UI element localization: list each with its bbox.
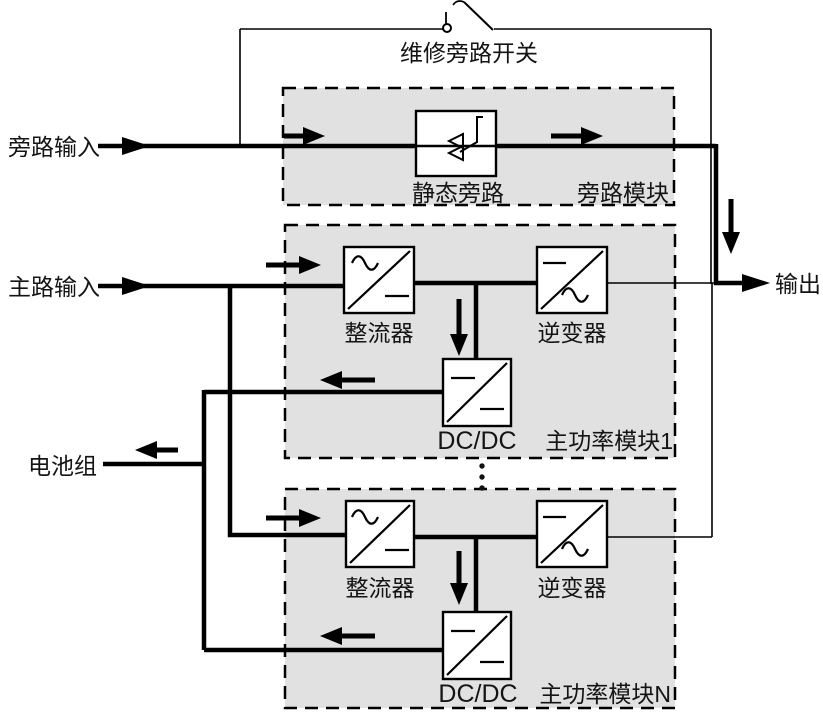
rectifier-n-label: 整流器 [346,575,415,601]
inverter-output-wires [607,282,716,538]
flow-arrow-bypass-exit [551,127,603,145]
bypass-input-arrowhead [122,137,150,155]
flow-arrow-module-n-return [320,627,375,645]
flow-arrows [135,127,740,645]
maintenance-bypass-switch-label: 维修旁路开关 [400,40,538,66]
maintenance-bypass-wire [239,28,712,284]
flow-arrow-module-n-entry [266,509,321,527]
modules-continuation-ellipsis [479,463,485,491]
main-input-branch-to-module-n [227,284,348,538]
main-power-module-n-label: 主功率模块N [539,681,671,707]
wire-arrowheads [122,137,770,295]
inverter-n-icon [540,504,604,564]
rectifier-n-icon [349,504,411,564]
bypass-input-label: 旁路输入 [8,134,100,160]
flow-arrow-bypass-entry [284,127,325,145]
bypass-to-output-wire [713,144,746,286]
thyristor-icon [416,116,496,162]
main-power-module-1-label: 主功率模块1 [545,428,673,454]
flow-arrow-output-down [722,199,740,254]
maintenance-bypass-switch-icon [442,0,494,33]
static-bypass-label: 静态旁路 [412,180,504,206]
output-label: 输出 [775,271,821,297]
main-input-arrowhead [122,277,150,295]
rectifier-1-label: 整流器 [345,320,414,346]
dcdc-n-icon [446,615,508,676]
dcdc-1-icon [446,362,508,423]
inverter-1-label: 逆变器 [538,320,607,346]
main-input-label: 主路输入 [8,274,100,300]
dcdc-n-label: DC/DC [438,680,517,708]
flow-arrow-module1-entry [266,256,321,274]
dcdc-1-label: DC/DC [437,427,516,455]
flow-arrow-battery [135,441,178,459]
inverter-1-icon [540,250,604,310]
flow-arrow-module1-down [450,299,468,356]
rectifier-1-icon [347,250,411,310]
inverter-n-label: 逆变器 [538,575,607,601]
flow-arrow-module-n-down [450,551,468,605]
bypass-module-label: 旁路模块 [577,180,669,206]
battery-label: 电池组 [28,453,97,479]
flow-arrow-module1-return [320,371,375,389]
output-arrowhead [742,274,770,292]
